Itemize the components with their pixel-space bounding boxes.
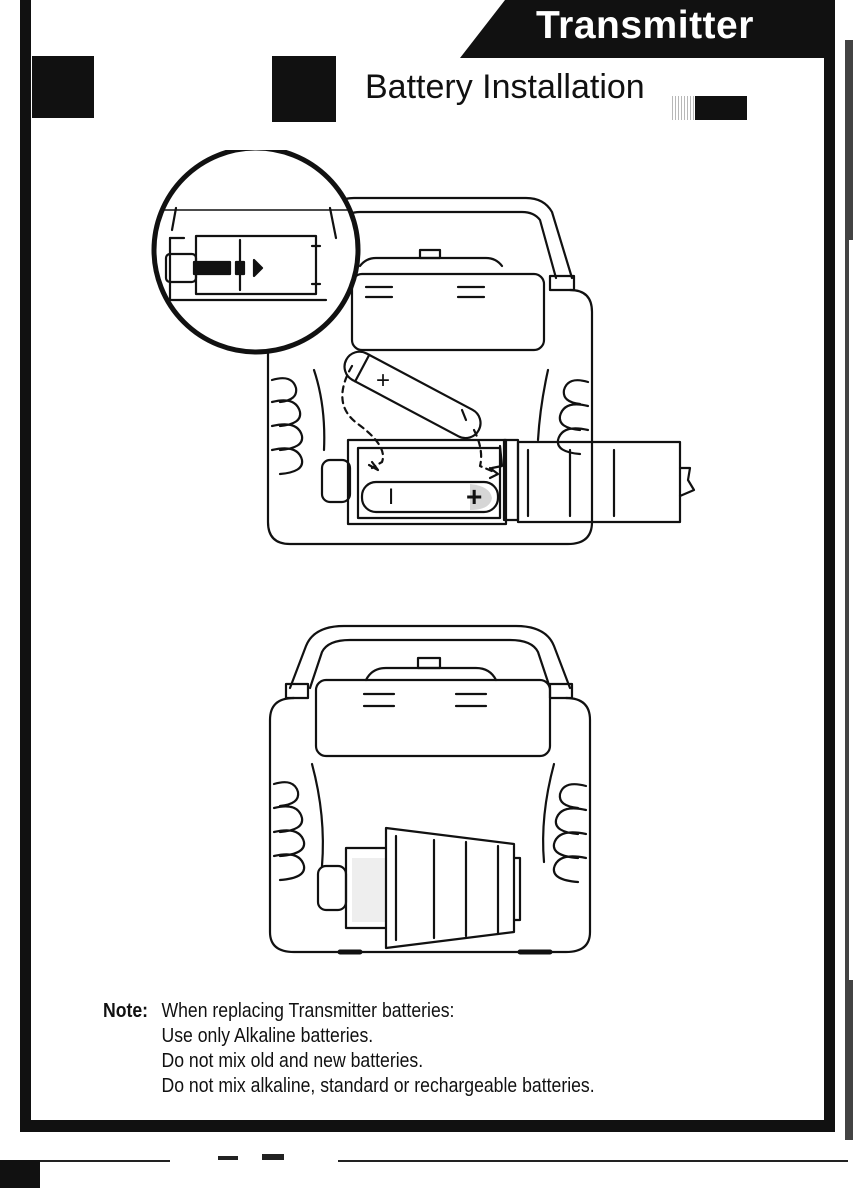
scan-bottom-dash [218,1156,238,1160]
battery-note: Note: When replacing Transmitter batteri… [103,998,148,1023]
heading-marker-square [272,56,336,122]
page-border-bottom [20,1120,832,1132]
scan-bottom-line-right [338,1160,848,1162]
loose-battery-plus-label: + [376,367,390,394]
battery-plus-label: + [466,481,482,512]
scan-bottom-dash [262,1154,284,1160]
heading-bar [695,96,747,120]
scan-bottom-line [40,1160,170,1162]
note-label: Note: [103,999,148,1022]
note-line: Do not mix old and new batteries. [161,1048,594,1073]
scan-corner-block [0,1160,40,1188]
page-border-left [20,0,31,1132]
battery-installation-diagram: I + + [140,150,700,560]
scan-edge-gap [849,240,853,980]
heading-bar-shading [672,96,694,120]
battery-door-closing-diagram [260,596,600,960]
note-lines: When replacing Transmitter batteries: Us… [161,998,594,1098]
page-border-right [824,0,835,1132]
margin-marker-square [32,56,94,118]
note-line: When replacing Transmitter batteries: [161,998,594,1023]
note-line: Use only Alkaline batteries. [161,1023,594,1048]
page-title: Battery Installation [365,68,645,107]
battery-minus-label: I [388,484,394,509]
note-line: Do not mix alkaline, standard or recharg… [161,1073,594,1098]
section-tab-title: Transmitter [536,4,754,48]
